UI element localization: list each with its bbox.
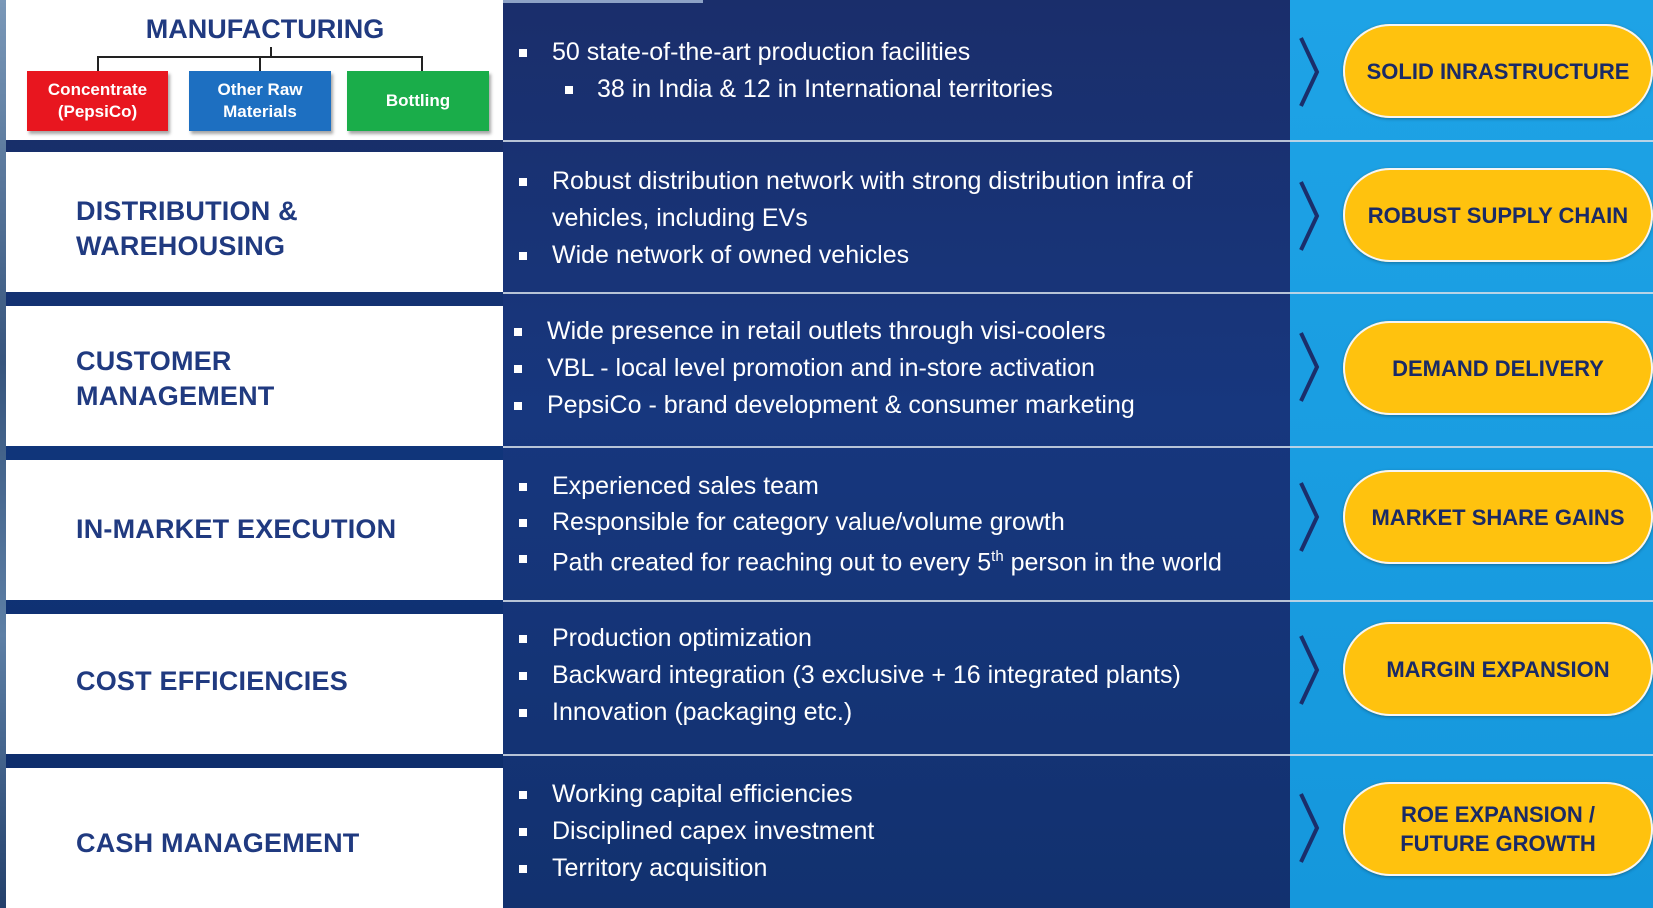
manufacturing-title: MANUFACTURING (145, 14, 385, 44)
bottling-label: Bottling (385, 91, 451, 110)
in-market-bullet: Path created for reaching out to every 5… (515, 540, 1280, 577)
chevron-right-icon (1299, 793, 1320, 863)
customer-bullets: Wide presence in retail outlets through … (510, 313, 1280, 424)
chevron-right-icon (1299, 635, 1320, 705)
chevron-right-icon (1299, 482, 1320, 552)
row-divider (503, 446, 1653, 448)
cost-bullets: Production optimization Backward integra… (515, 620, 1280, 731)
distribution-bullet: Robust distribution network with strong … (515, 163, 1280, 237)
customer-bullet: VBL - local level promotion and in-store… (510, 350, 1280, 387)
outcome-margin-expansion: MARGIN EXPANSION (1343, 622, 1653, 716)
distribution-title-line2: WAREHOUSING (76, 231, 286, 261)
tree-connector-middle (259, 56, 261, 71)
outcome-robust-supply-chain: ROBUST SUPPLY CHAIN (1343, 168, 1653, 262)
chevron-right-icon (1299, 181, 1320, 251)
cash-bullets: Working capital efficiencies Disciplined… (515, 776, 1280, 887)
cash-label-cell: CASH MANAGEMENT (6, 768, 503, 908)
cost-label-cell: COST EFFICIENCIES (6, 614, 503, 754)
left-edge-decoration (0, 0, 6, 908)
customer-bullet: PepsiCo - brand development & consumer m… (510, 387, 1280, 424)
outcome-label-line1: ROE EXPANSION / (1401, 802, 1595, 827)
chevron-right-icon (1299, 332, 1320, 402)
outcome-panel (1290, 0, 1653, 908)
other-raw-materials-box: Other Raw Materials (189, 71, 331, 131)
customer-bullet: Wide presence in retail outlets through … (510, 313, 1280, 350)
row-divider (503, 292, 1653, 294)
in-market-bullet3-end: person in the world (1003, 548, 1222, 577)
concentrate-box: Concentrate (PepsiCo) (27, 71, 168, 131)
cash-bullet: Territory acquisition (515, 850, 1280, 887)
distribution-title-line1: DISTRIBUTION & (76, 196, 298, 226)
distribution-bullet: Wide network of owned vehicles (515, 237, 1280, 274)
cost-bullet: Production optimization (515, 620, 1280, 657)
in-market-bullet: Responsible for category value/volume gr… (515, 504, 1280, 540)
cash-bullet: Working capital efficiencies (515, 776, 1280, 813)
top-strip (503, 0, 703, 3)
cost-bullet: Innovation (packaging etc.) (515, 694, 1280, 731)
bottling-box: Bottling (347, 71, 489, 131)
outcome-roe-expansion: ROE EXPANSION / FUTURE GROWTH (1343, 782, 1653, 876)
distribution-label-cell: DISTRIBUTION & WAREHOUSING (6, 152, 503, 292)
manufacturing-bullets: 50 state-of-the-art production facilitie… (515, 34, 1280, 108)
row-divider (503, 140, 1653, 142)
tree-connector-right (421, 56, 423, 71)
outcome-market-share-gains: MARKET SHARE GAINS (1343, 470, 1653, 564)
customer-title-line1: CUSTOMER (76, 346, 232, 376)
outcome-label: ROBUST SUPPLY CHAIN (1367, 202, 1629, 228)
in-market-title: IN-MARKET EXECUTION (76, 514, 397, 544)
in-market-label-cell: IN-MARKET EXECUTION (6, 460, 503, 600)
customer-title-line2: MANAGEMENT (76, 381, 275, 411)
superscript-ordinal: th (991, 548, 1004, 565)
chevron-right-icon (1299, 37, 1320, 107)
cost-title: COST EFFICIENCIES (76, 666, 348, 696)
distribution-title: DISTRIBUTION & WAREHOUSING (76, 194, 298, 264)
cost-bullet: Backward integration (3 exclusive + 16 i… (515, 657, 1280, 694)
in-market-bullet3-text: Path created for reaching out to every 5 (552, 548, 992, 577)
outcome-solid-infrastructure: SOLID INRASTRUCTURE (1343, 24, 1653, 118)
customer-label-cell: CUSTOMER MANAGEMENT (6, 306, 503, 446)
distribution-bullets: Robust distribution network with strong … (515, 163, 1280, 274)
row-divider (503, 600, 1653, 602)
manufacturing-bullet: 50 state-of-the-art production facilitie… (515, 34, 1280, 71)
manufacturing-sub-bullet: 38 in India & 12 in International territ… (515, 71, 1280, 108)
tree-connector-left (97, 56, 99, 71)
in-market-bullets: Experienced sales team Responsible for c… (515, 468, 1280, 577)
outcome-label: SOLID INRASTRUCTURE (1366, 58, 1630, 84)
cash-bullet: Disciplined capex investment (515, 813, 1280, 850)
outcome-label: DEMAND DELIVERY (1392, 355, 1604, 381)
concentrate-label: Concentrate (PepsiCo) (47, 80, 148, 121)
tree-connector-stem (270, 47, 272, 57)
cash-title: CASH MANAGEMENT (76, 828, 360, 858)
other-raw-materials-label: Other Raw Materials (217, 80, 303, 121)
row-divider (503, 754, 1653, 756)
outcome-demand-delivery: DEMAND DELIVERY (1343, 321, 1653, 415)
in-market-bullet: Experienced sales team (515, 468, 1280, 504)
customer-title: CUSTOMER MANAGEMENT (76, 344, 275, 414)
outcome-label: MARGIN EXPANSION (1386, 656, 1610, 682)
outcome-label-line2: FUTURE GROWTH (1400, 831, 1596, 856)
outcome-label: ROE EXPANSION / FUTURE GROWTH (1400, 800, 1596, 858)
middle-panel (503, 0, 1290, 908)
outcome-label: MARKET SHARE GAINS (1371, 504, 1625, 530)
